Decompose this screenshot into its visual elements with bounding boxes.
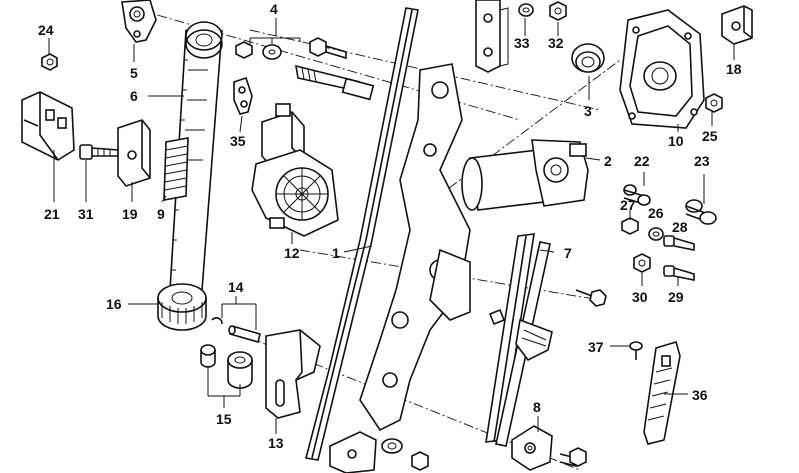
screw-near-rail xyxy=(488,308,506,326)
part-27-nut xyxy=(621,217,639,235)
callout-26: 26 xyxy=(648,205,664,221)
part-12-motor xyxy=(251,103,339,237)
part-37-screw xyxy=(629,341,643,360)
callout-8: 8 xyxy=(533,399,541,415)
part-7-guide-rail xyxy=(485,233,553,447)
callout-21: 21 xyxy=(44,206,60,222)
callout-15: 15 xyxy=(216,411,232,427)
part-30-nut xyxy=(633,253,651,273)
callout-16: 16 xyxy=(106,296,122,312)
callout-31: 31 xyxy=(78,206,94,222)
callout-14: 14 xyxy=(228,279,244,295)
leader-lines xyxy=(48,18,735,434)
callout-18: 18 xyxy=(726,61,742,77)
callout-19: 19 xyxy=(122,206,138,222)
callout-13: 13 xyxy=(268,435,284,451)
part-19-clip xyxy=(117,119,151,187)
part-14-pin xyxy=(211,317,261,343)
part-18-clip xyxy=(721,5,753,45)
callout-6: 6 xyxy=(130,88,138,104)
part-22-spacer xyxy=(623,184,651,206)
callout-27: 27 xyxy=(620,197,636,213)
part-3-grommet xyxy=(571,43,605,73)
part-23-bushing xyxy=(685,199,717,225)
part-36-strip xyxy=(643,341,681,445)
callout-3: 3 xyxy=(584,103,592,119)
callout-22: 22 xyxy=(634,153,650,169)
callout-labels: 24 5 6 4 33 32 3 18 10 25 35 21 31 19 9 … xyxy=(38,1,742,451)
part-24-nut xyxy=(41,53,58,71)
part-33-washer xyxy=(518,3,534,17)
callout-24: 24 xyxy=(38,22,54,38)
part-16-pulley xyxy=(157,283,207,331)
callout-29: 29 xyxy=(668,289,684,305)
top-pulley xyxy=(185,21,223,59)
callout-33: 33 xyxy=(514,35,530,51)
part-32-nut xyxy=(549,1,567,21)
part-33-hinge-plate xyxy=(475,0,509,73)
part-5-bracket xyxy=(121,0,157,43)
part-1-regulator-rail xyxy=(305,7,471,461)
callout-4: 4 xyxy=(270,1,278,17)
callout-2: 2 xyxy=(604,153,612,169)
top-bolt xyxy=(309,37,347,60)
part-4-fasteners xyxy=(235,41,375,101)
callout-23: 23 xyxy=(694,153,710,169)
part-21-bracket xyxy=(21,91,75,161)
part-9-belt-segment xyxy=(163,137,189,201)
callout-28: 28 xyxy=(672,219,688,235)
part-35-bracket xyxy=(233,76,253,115)
callout-37: 37 xyxy=(588,339,604,355)
callout-10: 10 xyxy=(668,133,684,149)
part-28-bolt xyxy=(663,235,695,251)
screw-near-7 xyxy=(575,289,607,307)
part-26-washer xyxy=(648,227,664,241)
bottom-washer xyxy=(381,438,403,454)
callout-12: 12 xyxy=(284,245,300,261)
part-31-bolt xyxy=(79,144,119,160)
callout-25: 25 xyxy=(702,128,718,144)
callout-1: 1 xyxy=(332,245,340,261)
part-8-bracket xyxy=(511,425,587,471)
callout-30: 30 xyxy=(632,289,648,305)
callout-5: 5 xyxy=(130,65,138,81)
callout-35: 35 xyxy=(230,133,246,149)
callout-36: 36 xyxy=(692,387,708,403)
part-25-nut xyxy=(705,93,723,113)
part-2-motor xyxy=(461,139,589,211)
part-10-cover-plate xyxy=(619,9,705,129)
part-29-bolt xyxy=(663,265,695,281)
part-15-bushings xyxy=(200,344,253,389)
bottom-bracket xyxy=(329,431,377,473)
callout-9: 9 xyxy=(157,206,165,222)
part-13-bracket xyxy=(265,329,321,419)
bottom-nut xyxy=(411,451,429,471)
callout-32: 32 xyxy=(548,35,564,51)
callout-7: 7 xyxy=(564,245,572,261)
